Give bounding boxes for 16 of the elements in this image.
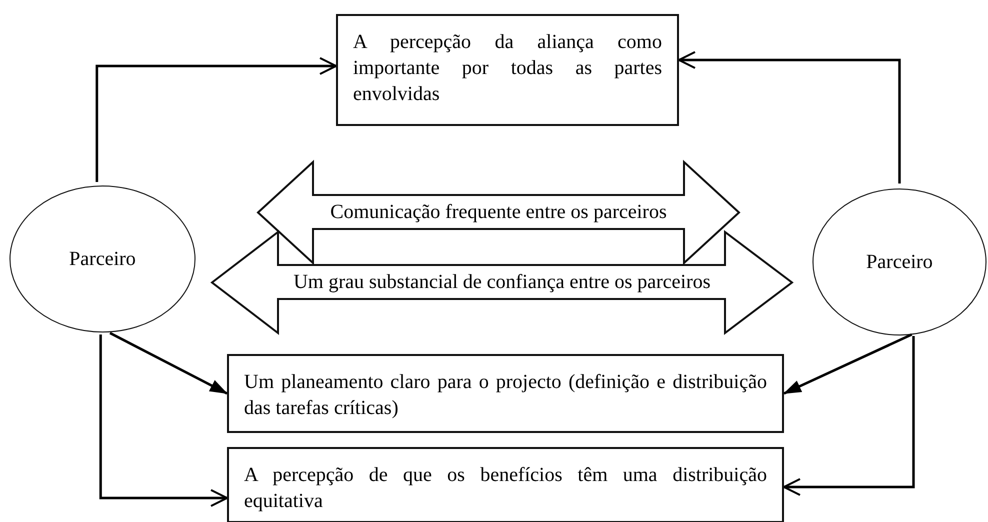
box-text: A percepção de que os benefícios têm uma distribuição equitativa [244,463,767,514]
node-label: Parceiro [68,247,137,272]
box-text: Um planeamento claro para o projecto (definição e distribuição das tarefas críticas) [244,370,767,421]
text-box [227,447,784,522]
arrow [783,333,912,395]
arrow [678,51,901,184]
arrow [96,57,337,182]
text-box [336,14,679,126]
arrow-label: Um grau substancial de confiança entre os parceiros [292,270,712,295]
arrow [99,334,228,507]
arrow-label: Comunicação frequente entre os parceiros [329,200,668,225]
box-text: A percepção da aliança como importante por todas as partes envolvidas [353,30,662,107]
arrow [783,336,915,496]
node-label: Parceiro [865,250,934,275]
text-box [227,354,784,433]
arrow [109,332,228,395]
